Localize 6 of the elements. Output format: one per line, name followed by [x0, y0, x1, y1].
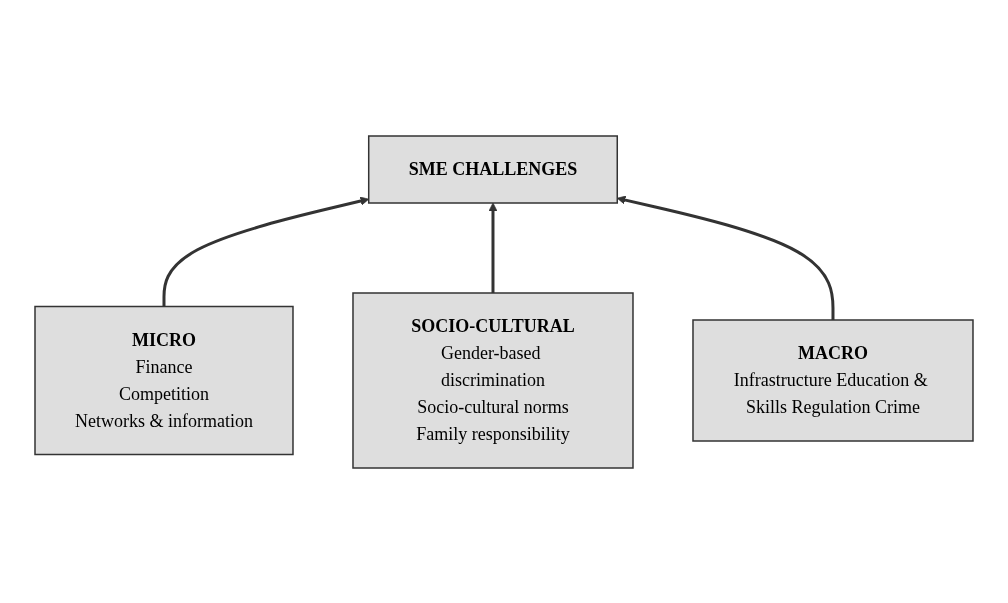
node-box: SOCIO-CULTURAL Gender-based discrimination Socio-cultural norms Family responsibility [352, 291, 634, 469]
arrow [488, 202, 498, 293]
node-box: MACRO Infrastructure Education & Skills Regulation Crime [692, 318, 974, 442]
node-box: MICRO Finance Competition Networks & information [34, 305, 294, 455]
node-box: SME CHALLENGES [367, 134, 618, 204]
arrow [616, 195, 835, 320]
